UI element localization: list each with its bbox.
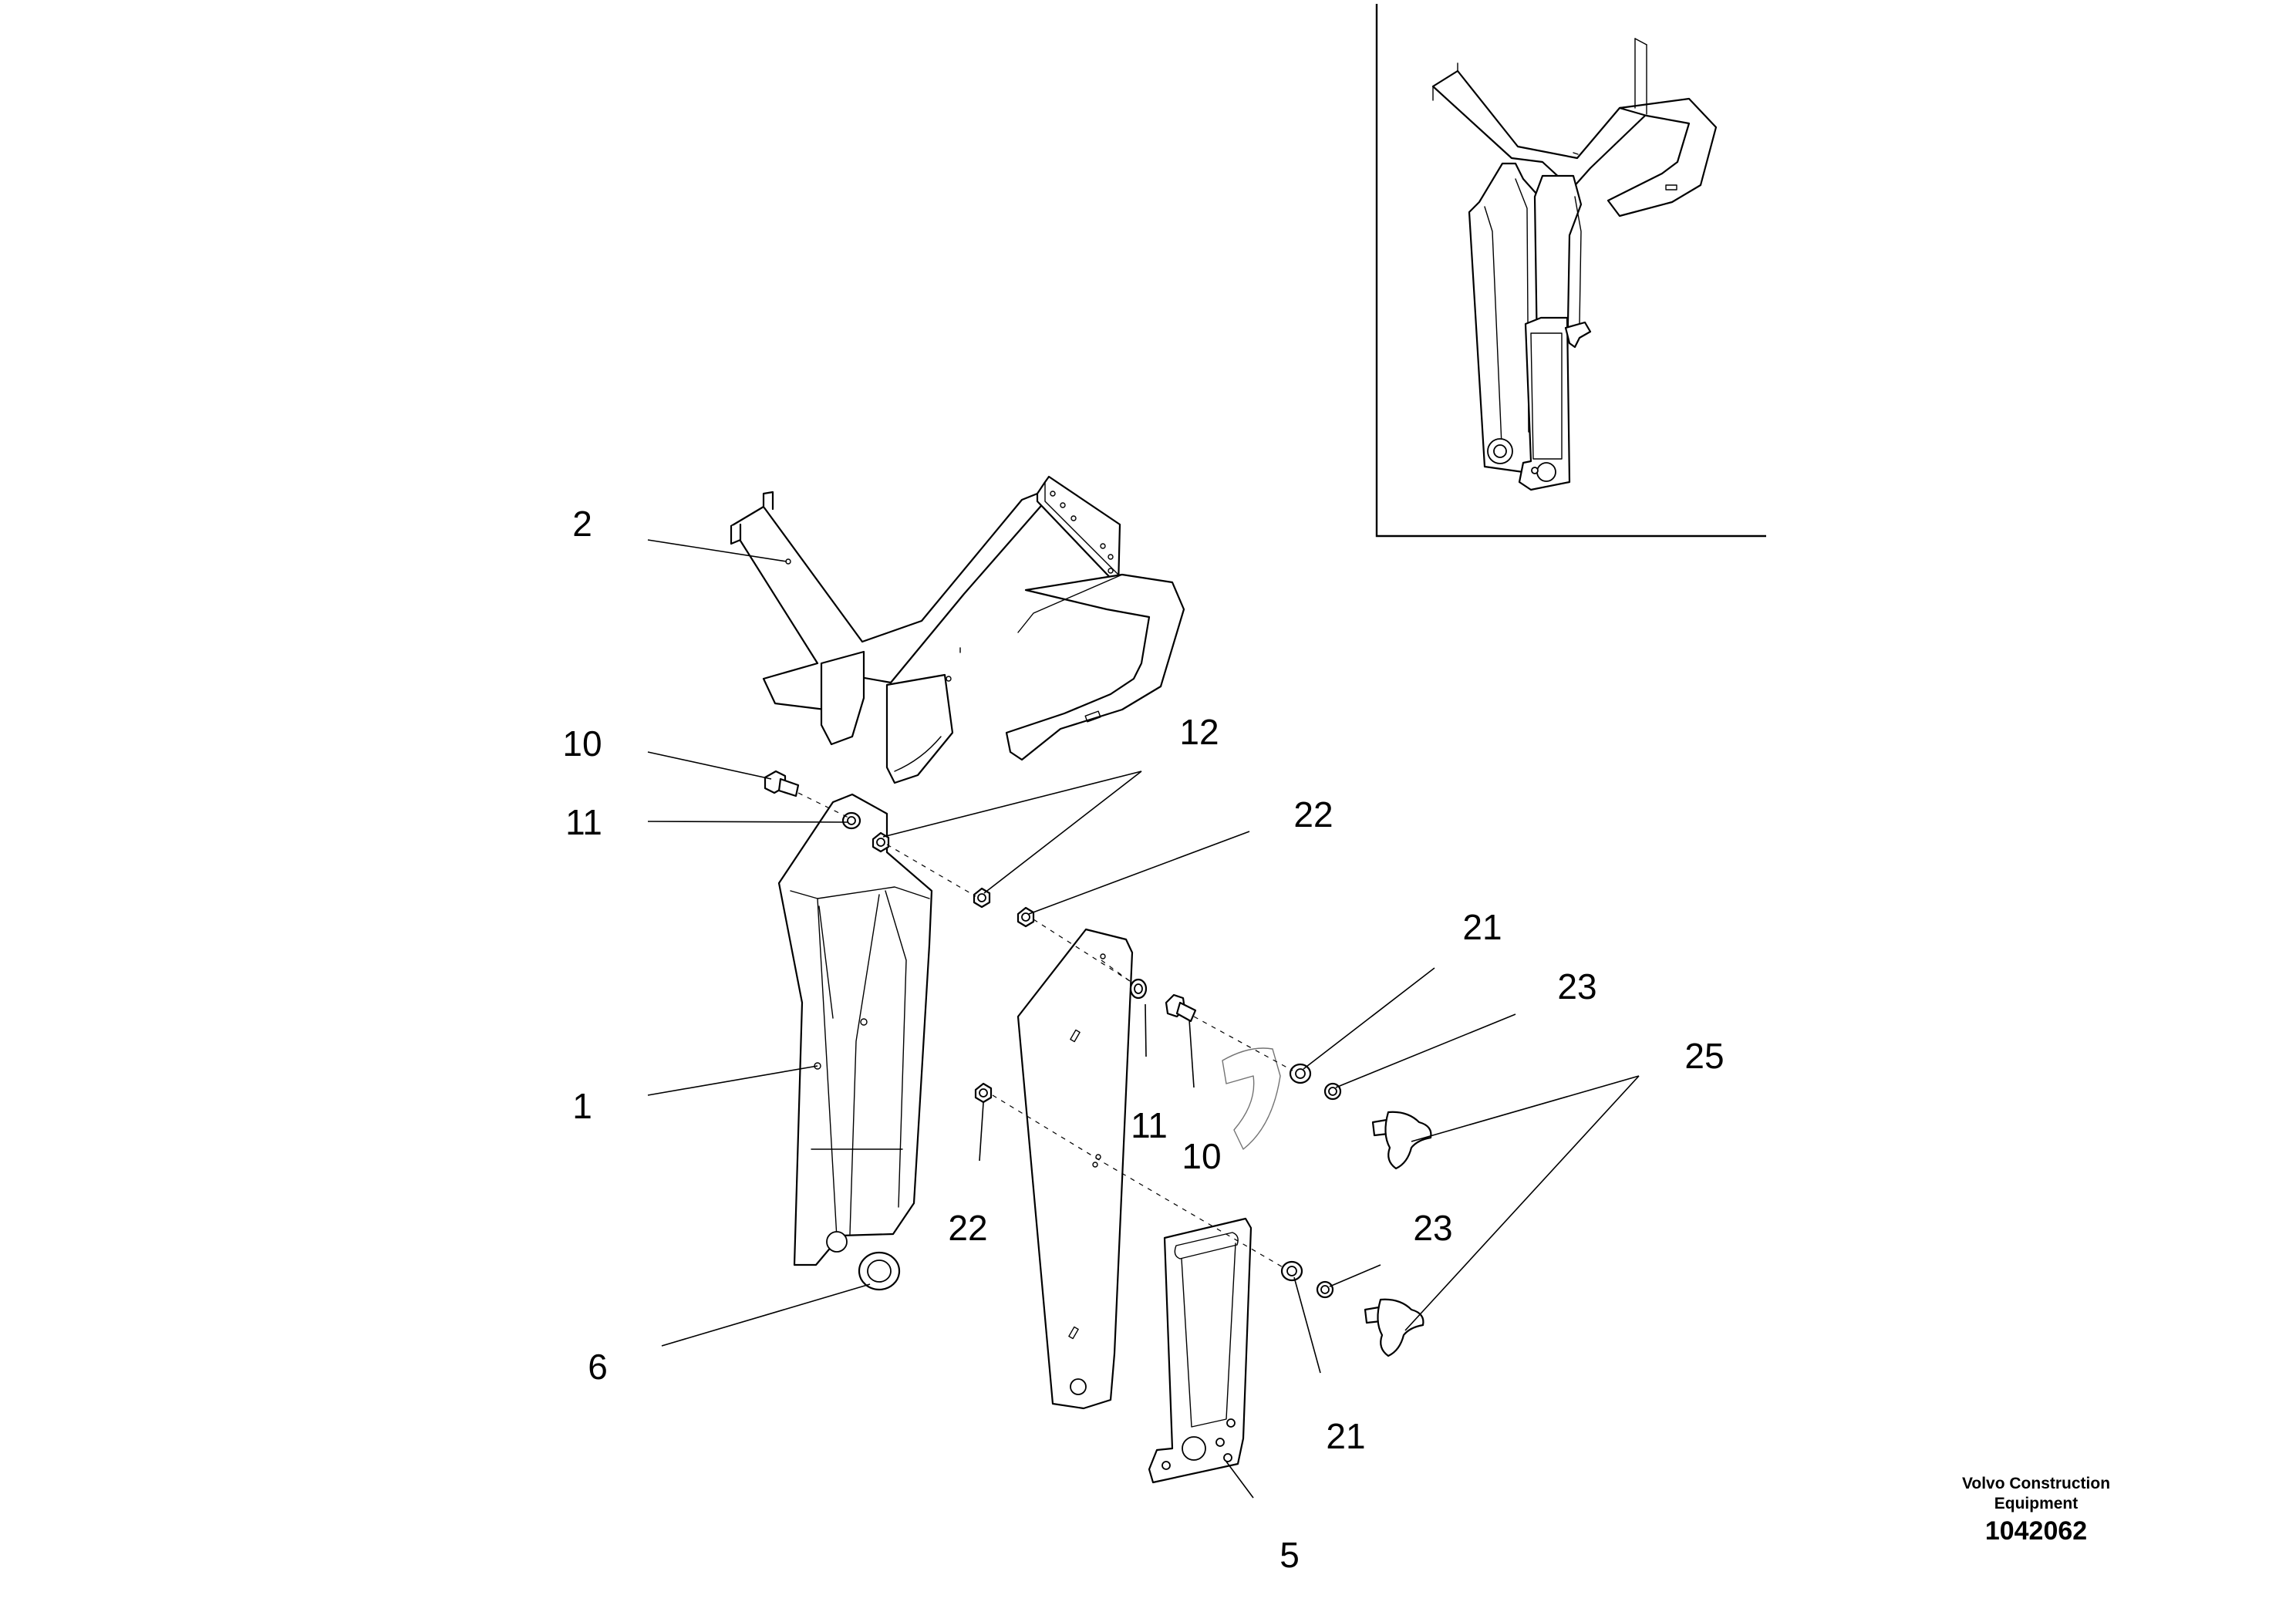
callout-21-lower: 21 bbox=[1326, 1416, 1365, 1456]
callout-6: 6 bbox=[588, 1347, 608, 1387]
inset-lower-plate bbox=[1518, 316, 1592, 491]
callout-10-upper: 10 bbox=[562, 723, 602, 764]
middle-plate bbox=[1017, 928, 1134, 1410]
callout-23-upper: 23 bbox=[1557, 966, 1596, 1007]
part-21-washers bbox=[1280, 1063, 1312, 1282]
callout-12: 12 bbox=[1179, 712, 1219, 752]
callout-1: 1 bbox=[572, 1086, 592, 1126]
callout-11-upper: 11 bbox=[565, 802, 602, 842]
callout-2: 2 bbox=[572, 504, 592, 544]
assembled-view-inset bbox=[1375, 4, 1766, 538]
drawing-number: 1042062 bbox=[1984, 1516, 2088, 1546]
part-10-bolt-lower bbox=[1165, 993, 1197, 1023]
brand-name-line2: Equipment bbox=[1994, 1495, 2079, 1512]
part-22-nuts bbox=[974, 906, 1035, 1104]
part-5-slotted-plate bbox=[1148, 1217, 1253, 1484]
brand-name-line1: Volvo Construction bbox=[1961, 1475, 2111, 1492]
inset-top-bracket bbox=[1431, 38, 1718, 218]
part-12-nuts bbox=[872, 831, 991, 909]
callout-11-lower: 11 bbox=[1131, 1105, 1168, 1145]
assembly-axes bbox=[797, 792, 1293, 1269]
callout-25: 25 bbox=[1684, 1036, 1724, 1076]
part-11-washer-lower bbox=[1129, 978, 1148, 1000]
part-6-bushing bbox=[858, 1251, 901, 1291]
part-25-knobs bbox=[1364, 1111, 1432, 1357]
part-23-washers bbox=[1316, 1082, 1342, 1299]
callout-10-lower: 10 bbox=[1182, 1136, 1221, 1176]
part-1-tall-bracket bbox=[777, 793, 933, 1266]
part-10-bolt-upper bbox=[764, 770, 800, 798]
callout-21-upper: 21 bbox=[1462, 907, 1502, 947]
leader-lines bbox=[647, 539, 1640, 1499]
part-2-top-bracket bbox=[730, 475, 1185, 784]
callout-22-upper: 22 bbox=[1293, 794, 1333, 835]
callout-22-lower: 22 bbox=[948, 1208, 987, 1248]
callout-5: 5 bbox=[1279, 1535, 1300, 1575]
callout-23-lower: 23 bbox=[1413, 1208, 1452, 1248]
callout-labels: 2 10 11 12 22 21 23 25 1 11 10 22 23 6 2… bbox=[562, 504, 1724, 1575]
part-11-washer-upper bbox=[841, 811, 861, 830]
inset-frame bbox=[1375, 4, 1766, 538]
hidden-sector-part bbox=[1222, 1047, 1281, 1150]
